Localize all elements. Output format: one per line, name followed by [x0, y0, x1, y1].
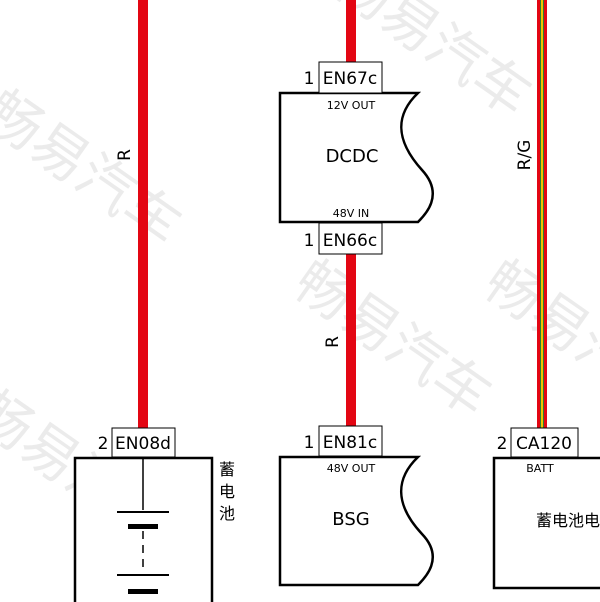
connector-name: EN81c — [323, 433, 377, 453]
connector-en67c: 1 EN67c — [304, 61, 383, 94]
wire-color-label-right: R/G — [515, 140, 535, 171]
wire-middle-top-red — [346, 0, 356, 62]
battery-left-label-char: 蓄 — [219, 460, 235, 479]
battery-right-top-port: BATT — [526, 462, 554, 475]
connector-pin: 1 — [304, 231, 315, 251]
battery-left-label-char: 电 — [219, 482, 235, 501]
connector-en08d: 2 EN08d — [98, 427, 176, 458]
wire-color-label-middle: R — [323, 336, 343, 348]
connector-en81c: 1 EN81c — [304, 425, 383, 457]
battery-plate-short — [128, 589, 158, 594]
wire-color-label-left: R — [115, 149, 135, 161]
wire-middle-lower-red — [346, 254, 356, 430]
connector-en66c: 1 EN66c — [304, 222, 383, 255]
connector-name: CA120 — [516, 434, 572, 454]
watermark-text: 畅易汽车 — [472, 248, 600, 430]
watermark-text: 畅易汽车 — [0, 78, 193, 260]
battery-right-box — [492, 456, 600, 590]
dcdc-name: DCDC — [326, 146, 379, 167]
connector-name: EN08d — [115, 434, 171, 454]
wire-right-red-green — [537, 0, 547, 430]
bsg-name: BSG — [332, 509, 369, 530]
connector-pin: 1 — [304, 433, 315, 453]
connector-ca120: 2 CA120 — [497, 427, 579, 458]
watermark-text: 畅易汽车 — [282, 248, 503, 430]
battery-left-label-char: 池 — [219, 504, 235, 523]
wire-left-red — [138, 0, 148, 432]
battery-plate-short — [128, 524, 158, 529]
dcdc-top-port: 12V OUT — [327, 99, 376, 112]
bsg-box — [278, 455, 434, 587]
battery-left: 蓄 电 池 — [73, 456, 235, 602]
connector-pin: 2 — [497, 434, 508, 454]
connector-pin: 2 — [98, 434, 109, 454]
battery-right-name: 蓄电池电 — [536, 511, 600, 530]
connector-name: EN66c — [323, 231, 377, 251]
dcdc-bottom-port: 48V IN — [333, 207, 370, 220]
bsg-top-port: 48V OUT — [327, 462, 376, 475]
connector-pin: 1 — [304, 69, 315, 89]
dcdc-box — [278, 91, 434, 224]
connector-name: EN67c — [323, 69, 377, 89]
